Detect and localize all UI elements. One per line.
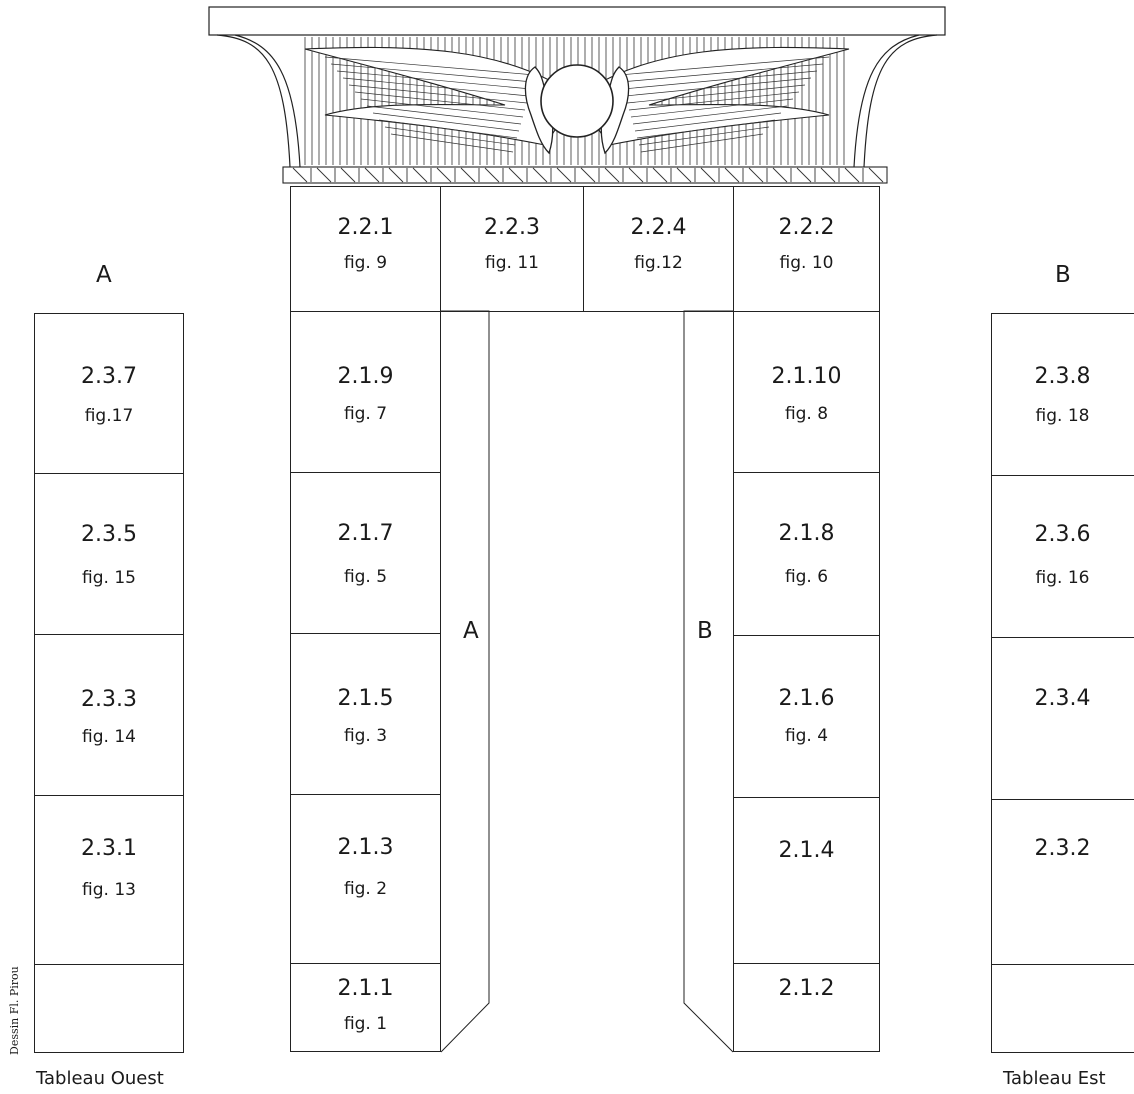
left-jamb-block-2-1-5: 2.1.5 fig. 3: [290, 633, 441, 795]
west-block-base: [34, 964, 184, 1053]
east-block-2-3-8: 2.3.8 fig. 18: [991, 313, 1134, 476]
block-figure-ref: fig. 18: [1035, 406, 1090, 426]
block-figure-ref: fig. 10: [779, 253, 834, 273]
block-code: 2.1.5: [337, 686, 394, 711]
block-code: 2.2.3: [484, 215, 540, 240]
drawing-credit: Dessin Fl. Pirou: [8, 966, 21, 1055]
block-figure-ref: fig. 7: [343, 404, 388, 424]
block-code: 2.3.3: [81, 687, 137, 712]
block-figure-ref: fig. 3: [343, 726, 388, 746]
block-code: 2.2.1: [337, 215, 394, 240]
block-figure-ref: fig. 6: [784, 567, 829, 587]
block-code: 2.1.4: [778, 838, 835, 863]
east-panel-caption: Tableau Est: [1003, 1068, 1106, 1089]
block-code: 2.3.6: [1034, 522, 1091, 547]
block-figure-ref: fig. 14: [82, 727, 136, 747]
block-figure-ref: fig.12: [634, 253, 683, 273]
west-panel-title: A: [96, 262, 112, 288]
block-code: 2.3.8: [1034, 364, 1091, 389]
block-figure-ref: fig. 8: [784, 404, 829, 424]
east-block-2-3-4: 2.3.4: [991, 637, 1134, 800]
block-figure-ref: fig. 1: [343, 1014, 388, 1034]
block-code: 2.3.1: [81, 836, 137, 861]
block-figure-ref: fig. 4: [784, 726, 829, 746]
lintel-block-2-2-3: 2.2.3 fig. 11: [440, 186, 584, 312]
right-jamb-side-label: B: [697, 618, 713, 644]
block-code: 2.1.1: [337, 976, 394, 1001]
block-code: 2.1.2: [778, 976, 835, 1001]
west-block-2-3-5: 2.3.5 fig. 15: [34, 473, 184, 635]
right-jamb-block-2-1-10: 2.1.10 fig. 8: [733, 311, 880, 473]
block-code: 2.1.9: [337, 364, 394, 389]
left-jamb-side-label: A: [463, 618, 479, 644]
block-code: 2.2.2: [778, 215, 835, 240]
west-panel-caption: Tableau Ouest: [36, 1068, 164, 1089]
block-code: 2.3.2: [1034, 836, 1091, 861]
block-figure-ref: fig. 2: [343, 879, 388, 899]
east-panel-title: B: [1055, 262, 1071, 288]
block-figure-ref: fig. 11: [485, 253, 539, 273]
east-block-2-3-2: 2.3.2: [991, 799, 1134, 965]
block-code: 2.1.7: [337, 521, 394, 546]
lintel-block-2-2-1: 2.2.1 fig. 9: [290, 186, 441, 312]
block-code: 2.2.4: [630, 215, 687, 240]
block-figure-ref: fig. 9: [343, 253, 388, 273]
block-figure-ref: fig. 13: [82, 880, 136, 900]
west-block-2-3-3: 2.3.3 fig. 14: [34, 634, 184, 796]
block-code: 2.1.8: [778, 521, 835, 546]
block-figure-ref: fig.17: [84, 406, 134, 426]
left-jamb-block-2-1-1: 2.1.1 fig. 1: [290, 963, 441, 1052]
block-code: 2.1.6: [778, 686, 835, 711]
winged-sun-disk-with-uraei-icon: [208, 6, 946, 184]
block-code: 2.3.7: [81, 364, 137, 389]
east-block-2-3-6: 2.3.6 fig. 16: [991, 475, 1134, 638]
block-figure-ref: fig. 15: [82, 568, 136, 588]
block-figure-ref: fig. 16: [1035, 568, 1090, 588]
block-code: 2.3.4: [1034, 686, 1091, 711]
right-jamb-block-2-1-2: 2.1.2: [733, 963, 880, 1052]
west-block-2-3-7: 2.3.7 fig.17: [34, 313, 184, 474]
west-block-2-3-1: 2.3.1 fig. 13: [34, 795, 184, 965]
east-block-base: [991, 964, 1134, 1053]
block-figure-ref: fig. 5: [343, 567, 388, 587]
block-code: 2.1.10: [771, 364, 842, 389]
block-code: 2.1.3: [337, 835, 394, 860]
left-jamb-block-2-1-7: 2.1.7 fig. 5: [290, 472, 441, 634]
block-code: 2.3.5: [81, 522, 137, 547]
